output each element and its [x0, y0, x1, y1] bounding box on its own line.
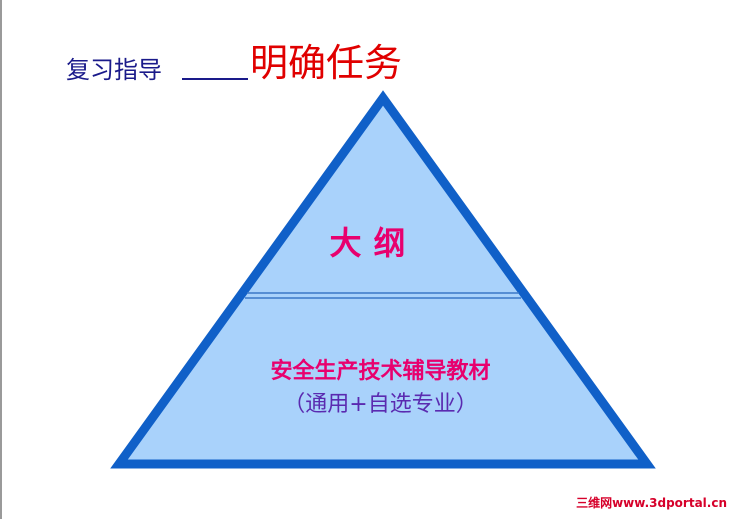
pyramid-triangle: [110, 90, 656, 469]
watermark-text: 三维网www.3dportal.cn: [576, 496, 727, 510]
slide-left-edge: [0, 0, 2, 519]
pyramid-top-label: 大纲: [329, 224, 418, 262]
pyramid-bottom-label-line1: 安全生产技术辅导教材: [270, 359, 491, 384]
title-dash: [182, 78, 248, 80]
pyramid-bottom-label-line2: （通用+自选专业）: [283, 392, 478, 417]
title-prefix: 复习指导: [66, 56, 162, 84]
title-main: 明确任务: [250, 41, 403, 85]
